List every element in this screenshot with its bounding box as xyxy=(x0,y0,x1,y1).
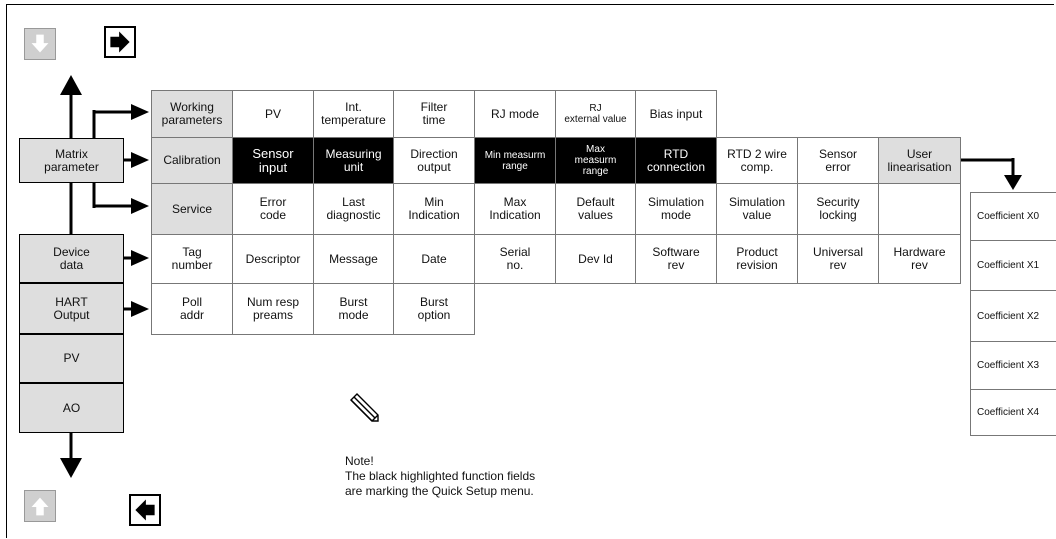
matrix-cell[interactable]: Max Indication xyxy=(474,183,556,235)
device-data-label: Device data xyxy=(53,244,90,272)
coefficient-item[interactable]: Coefficient X1 xyxy=(970,240,1056,291)
matrix-cell[interactable]: Last diagnostic xyxy=(313,183,394,235)
coefficient-item[interactable]: Coefficient X0 xyxy=(970,192,1056,241)
matrix-cell[interactable]: Service xyxy=(151,183,233,235)
matrix-cell[interactable]: Burst mode xyxy=(313,283,394,335)
matrix-cell[interactable]: Hardware rev xyxy=(878,234,961,284)
ao-box[interactable]: AO xyxy=(19,383,124,433)
diagram-frame xyxy=(6,4,1054,538)
matrix-cell[interactable]: Calibration xyxy=(151,137,233,184)
matrix-cell[interactable]: Simulation value xyxy=(716,183,798,235)
matrix-cell[interactable]: Measuring unit xyxy=(313,137,394,184)
matrix-cell[interactable]: Product revision xyxy=(716,234,798,284)
matrix-cell[interactable]: PV xyxy=(232,90,314,138)
matrix-parameter-box[interactable]: Matrix parameter xyxy=(19,138,124,183)
matrix-cell[interactable]: Poll addr xyxy=(151,283,233,335)
device-data-box[interactable]: Device data xyxy=(19,234,124,283)
matrix-cell[interactable]: Working parameters xyxy=(151,90,233,138)
down-arrow-icon xyxy=(31,34,49,53)
matrix-cell[interactable]: Min Indication xyxy=(393,183,475,235)
matrix-cell[interactable]: RTD 2 wire comp. xyxy=(716,137,798,184)
matrix-cell[interactable] xyxy=(878,183,961,235)
matrix-cell[interactable]: Max measurm range xyxy=(555,137,636,184)
matrix-cell[interactable]: Message xyxy=(313,234,394,284)
matrix-cell[interactable]: Sensor input xyxy=(232,137,314,184)
matrix-cell[interactable]: Filter time xyxy=(393,90,475,138)
matrix-cell[interactable]: User linearisation xyxy=(878,137,961,184)
matrix-cell[interactable]: Num resp preams xyxy=(232,283,314,335)
hart-output-box[interactable]: HART Output xyxy=(19,283,124,334)
matrix-cell[interactable]: RTD connection xyxy=(635,137,717,184)
matrix-cell[interactable]: Int. temperature xyxy=(313,90,394,138)
matrix-parameter-label: Matrix parameter xyxy=(44,146,99,174)
matrix-cell[interactable]: Simulation mode xyxy=(635,183,717,235)
down-arrow-button[interactable] xyxy=(24,28,56,60)
matrix-cell[interactable]: Bias input xyxy=(635,90,717,138)
coefficient-item[interactable]: Coefficient X3 xyxy=(970,341,1056,390)
note-line-1: The black highlighted function fields xyxy=(345,469,536,483)
matrix-cell[interactable]: Error code xyxy=(232,183,314,235)
pv-box[interactable]: PV xyxy=(19,334,124,383)
note-line-2: are marking the Quick Setup menu. xyxy=(345,484,534,498)
enter-arrow-icon xyxy=(110,31,130,53)
matrix-cell[interactable]: Burst option xyxy=(393,283,475,335)
escape-arrow-icon xyxy=(135,499,155,521)
matrix-cell[interactable]: Universal rev xyxy=(797,234,879,284)
matrix-cell[interactable]: Min measurm range xyxy=(474,137,556,184)
coefficient-item[interactable]: Coefficient X2 xyxy=(970,290,1056,342)
up-arrow-icon xyxy=(31,497,49,516)
matrix-cell[interactable]: Serial no. xyxy=(474,234,556,284)
note-block: Note! The black highlighted function fie… xyxy=(345,454,535,499)
matrix-cell[interactable]: Sensor error xyxy=(797,137,879,184)
matrix-cell[interactable]: Software rev xyxy=(635,234,717,284)
hart-output-label: HART Output xyxy=(53,294,90,322)
matrix-cell[interactable]: RJ external value xyxy=(555,90,636,138)
enter-arrow-button[interactable] xyxy=(104,26,136,58)
pencil-icon xyxy=(350,393,379,422)
pv-label: PV xyxy=(63,351,80,365)
matrix-cell[interactable]: Date xyxy=(393,234,475,284)
coefficient-item[interactable]: Coefficient X4 xyxy=(970,389,1056,436)
matrix-cell[interactable]: Tag number xyxy=(151,234,233,284)
matrix-cell[interactable]: RJ mode xyxy=(474,90,556,138)
ao-label: AO xyxy=(62,400,81,415)
matrix-cell[interactable]: Security locking xyxy=(797,183,879,235)
matrix-cell[interactable]: Default values xyxy=(555,183,636,235)
note-title: Note! xyxy=(345,454,374,468)
up-arrow-button[interactable] xyxy=(24,490,56,522)
matrix-cell[interactable]: Dev Id xyxy=(555,234,636,284)
escape-arrow-button[interactable] xyxy=(129,494,161,526)
matrix-cell[interactable]: Descriptor xyxy=(232,234,314,284)
matrix-cell[interactable]: Direction output xyxy=(393,137,475,184)
